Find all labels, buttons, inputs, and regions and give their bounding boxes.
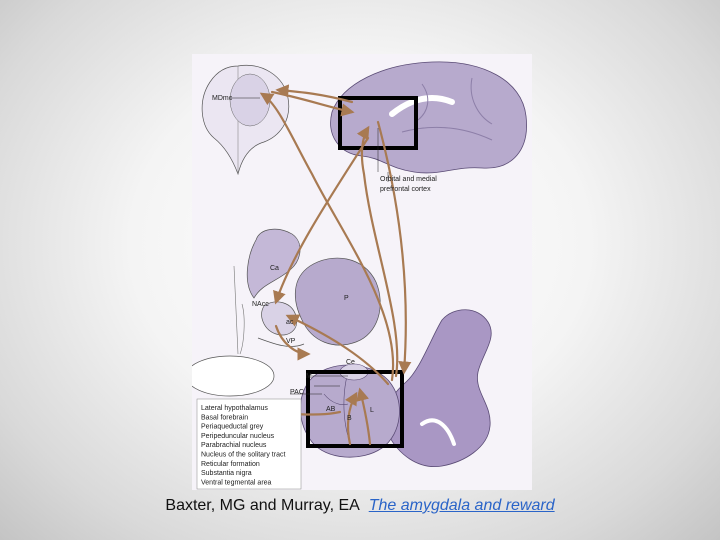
leader-lines — [230, 97, 389, 395]
projection-target-item: Substantia nigra — [201, 470, 252, 477]
label-l: L — [370, 407, 374, 414]
pathway-intra-amygdala-2 — [345, 391, 358, 446]
projection-pathways — [259, 84, 412, 446]
label-pac: PAC — [290, 389, 304, 396]
label-ce: Ce — [346, 359, 355, 366]
projection-target-item: Nucleus of the solitary tract — [201, 452, 285, 459]
label-ofc-line1: Orbital and medial — [380, 176, 437, 183]
citation-authors: Baxter, MG and Murray, EA — [165, 497, 360, 514]
label-ca: Ca — [270, 265, 279, 272]
projection-target-list-box — [196, 398, 302, 490]
pathway-amygdala-to-nacc — [285, 314, 390, 386]
label-m: M — [306, 373, 312, 380]
pathway-nacc-to-vp — [274, 324, 311, 361]
label-ab: AB — [326, 406, 336, 413]
label-mdmc: MDmc — [212, 95, 233, 102]
pathway-ofc-to-nacc — [273, 136, 370, 305]
label-vp: VP — [286, 338, 296, 345]
pathway-intra-amygdala-1 — [356, 387, 372, 446]
citation-caption: Baxter, MG and Murray, EA The amygdala a… — [0, 497, 720, 515]
projection-target-item: Reticular formation — [201, 461, 260, 468]
label-nacc: NAcc — [252, 301, 269, 308]
striatum-section — [246, 228, 381, 347]
projection-target-item: Basal forebrain — [201, 414, 248, 421]
pathway-ofc-to-amygdala — [376, 120, 412, 375]
label-ofc-line2: prefrontal cortex — [380, 186, 431, 193]
projection-target-item: Periaqueductal grey — [201, 424, 264, 431]
amygdala-highlight-frame — [306, 370, 404, 448]
label-ac: ac — [286, 319, 294, 326]
thalamus-section — [201, 64, 290, 176]
projection-target-item: Parabrachial nucleus — [201, 442, 267, 449]
label-p: P — [344, 295, 349, 302]
prefrontal-cortex — [330, 61, 527, 174]
pathway-ofc-to-mdmc — [275, 84, 354, 104]
label-b: B — [347, 415, 352, 422]
pathway-amygdala-to-mdmc — [259, 92, 395, 382]
citation-title-link[interactable]: The amygdala and reward — [368, 497, 555, 514]
white-matter-ellipse — [192, 355, 275, 397]
projection-target-item: Lateral hypothalamus — [201, 405, 268, 412]
amygdala-reward-circuit-diagram: MDmc Orbital and medial prefrontal corte… — [192, 54, 532, 490]
projection-target-item: Peripeduncular nucleus — [201, 433, 275, 440]
projection-target-item: Ventral tegmental area — [201, 479, 272, 486]
